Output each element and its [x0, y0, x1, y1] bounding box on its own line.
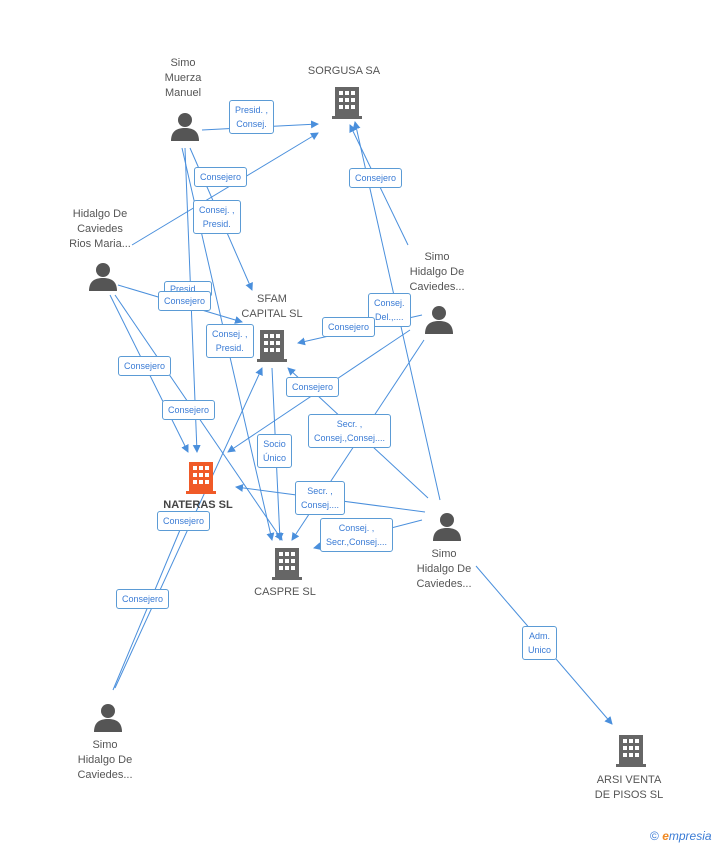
edge-label[interactable]: Secr. , Consej.... [295, 481, 346, 515]
edge-label-line: Consejero [168, 405, 210, 415]
person-icon [94, 704, 122, 732]
person-icon [171, 113, 199, 141]
edge-label-line: Presid. , [235, 105, 269, 115]
building-icon [257, 330, 287, 362]
edge-label-line: Del.,.... [375, 312, 404, 322]
label-line: Caviedes [77, 223, 123, 235]
edge-label-line: Presid.... [170, 284, 206, 294]
node-nateras-label[interactable]: NATERAS SL [163, 499, 233, 511]
node-simo-hidalgo-right-label[interactable]: Simo Hidalgo De Caviedes... [409, 250, 464, 295]
label-line: CAPITAL SL [241, 308, 303, 320]
edge-label-line: Consej.,Consej.... [314, 433, 386, 443]
edge-label[interactable]: Consejero [286, 377, 340, 397]
person-icon [89, 263, 117, 291]
label-line: DE PISOS SL [594, 789, 664, 801]
node-simo-muerza-label[interactable]: Simo Muerza Manuel [165, 56, 202, 101]
edge-label[interactable]: Consejero [158, 291, 212, 311]
edge-label-line: Consejero [292, 382, 334, 392]
edge-label-line: Socio [263, 439, 286, 449]
node-simo-hidalgo-mid-label[interactable]: Simo Hidalgo De Caviedes... [416, 547, 471, 592]
edge-label[interactable]: Consejero [349, 168, 403, 188]
person-icon [433, 513, 461, 541]
label-line: SFAM [257, 293, 287, 305]
label-line: Caviedes... [409, 281, 465, 293]
edge-label[interactable]: Consejero [322, 317, 376, 337]
label-line: Hidalgo De [409, 266, 465, 278]
building-icon [616, 735, 646, 767]
edge-label-line: Secr. , [307, 486, 333, 496]
edge-label[interactable]: Consej. Del.,.... [368, 293, 411, 327]
node-caspre-label[interactable]: CASPRE SL [254, 586, 316, 598]
edge-label[interactable]: Presid. , Consej. [229, 100, 275, 134]
edge-label[interactable]: Adm. Unico [522, 626, 558, 660]
building-icon [332, 87, 362, 119]
edge-label-line: Consejero [164, 296, 206, 306]
edge-label-line: Consej. [374, 298, 405, 308]
brand-name: mpresia [668, 829, 712, 843]
edge-label-line: Presid. [202, 219, 231, 229]
node-simo-hidalgo-bottom-label[interactable]: Simo Hidalgo De Caviedes... [77, 738, 132, 783]
edge-label-line: Consejero [122, 594, 164, 604]
label-line: Caviedes... [416, 578, 472, 590]
label-line: Rios Maria... [69, 238, 131, 250]
edge-label-line: Consejero [124, 361, 166, 371]
edge-label-line: Secr. , [336, 419, 363, 429]
edge-label[interactable]: Socio Único [257, 434, 293, 468]
label-line: Manuel [164, 87, 202, 99]
person-icon [425, 306, 453, 334]
label-line: Simo [92, 739, 118, 751]
edge-label-line: Consej.... [301, 500, 340, 510]
node-sorgusa-label[interactable]: SORGUSA SA [307, 65, 381, 77]
focus-building-icon [186, 462, 216, 494]
copyright-symbol: © [650, 829, 659, 843]
brand-initial: e [662, 829, 669, 843]
edge-label[interactable]: Secr. , Consej.,Consej.... [308, 414, 392, 448]
edge-label-line: Consej. , [212, 329, 248, 339]
edge-label-line: Unico [528, 645, 552, 655]
label-line: Hidalgo De [72, 208, 128, 220]
edge-label[interactable]: Consej. , Presid. [206, 324, 254, 358]
brand-logo: © empresia [650, 829, 712, 843]
label-line: Hidalgo De [416, 563, 472, 575]
node-hidalgo-rios-label[interactable]: Hidalgo De Caviedes Rios Maria... [69, 207, 131, 252]
label-line: Simo [170, 57, 196, 69]
edge-label[interactable]: Consejero [162, 400, 216, 420]
label-line: Simo [424, 251, 450, 263]
edge-label-line: Consej. , [199, 205, 235, 215]
edge-label-line: Secr.,Consej.... [326, 537, 388, 547]
edge-label-line: Consejero [355, 173, 397, 183]
edge-label[interactable]: Consejero [194, 167, 248, 187]
edge-label[interactable]: Consej. , Secr.,Consej.... [320, 518, 394, 552]
node-arsi-label[interactable]: ARSI VENTA DE PISOS SL [595, 773, 663, 803]
label-line: ARSI VENTA [596, 774, 662, 786]
label-line: Simo [431, 548, 457, 560]
label-line: Caviedes... [77, 769, 133, 781]
label-line: Hidalgo De [77, 754, 133, 766]
edge-label-line: Consej. , [338, 523, 375, 533]
edge-label-line: Único [263, 453, 287, 463]
edge-label-line: Adm. [529, 631, 551, 641]
edge-label-line: Consejero [328, 322, 370, 332]
edge-label[interactable]: Consejero [116, 589, 170, 609]
edge-label[interactable]: Consejero [118, 356, 172, 376]
edge-label-line: Consej. [236, 119, 267, 129]
edge-label-line: Consejero [200, 172, 242, 182]
node-sfam-label[interactable]: SFAM CAPITAL SL [241, 292, 302, 322]
edge-label-line: Presid. [215, 343, 244, 353]
edge-label[interactable]: Consej. , Presid. [193, 200, 241, 234]
edge-label-line: Consejero [163, 516, 205, 526]
edge-label[interactable]: Consejero [157, 511, 211, 531]
building-icon [272, 548, 302, 580]
edge-line [131, 132, 319, 246]
label-line: Muerza [164, 72, 202, 84]
